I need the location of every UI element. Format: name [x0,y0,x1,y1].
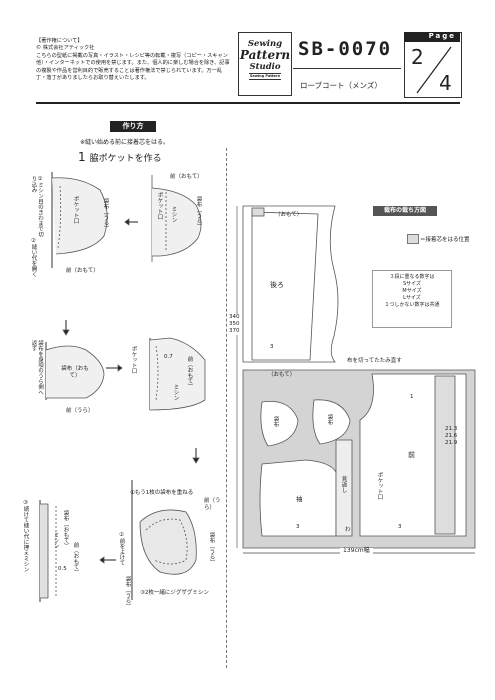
label-front-omote-4: 前（おもて） [72,542,79,575]
size-legend: ３段に重なる数字は Sサイズ Mサイズ Lサイズ １つしかない数字は共通 [372,270,452,328]
interfacing-legend: ＝接着芯をはる位置 [420,237,470,243]
annotation-cut: ①ミシン目のきわまで切り込み [30,176,44,237]
label-mishin-2: ミシン [172,384,179,401]
step-number: 1 [78,150,86,164]
logo-tagline: Sewing Pattern [249,73,281,80]
fabric-width: 139cm幅 [340,547,373,555]
label-front-ura: 前（うら） [66,408,94,414]
instructions-note: ※縫い始める前に接着芯をはる。 [80,139,170,146]
label-pocket-ura: 袋布（うら） [195,196,202,229]
label-mishin-3: ミシン [52,532,59,549]
fold-note: 布を切ってたたみ直す [347,358,402,364]
page-slash [416,46,452,94]
label-facing: 見返し [340,476,347,493]
label-pocket-mouth-layout: ポケット口 [376,472,383,500]
brand-logo: Sewing Pattern Studio Sewing Pattern [238,32,292,96]
pattern-code: SB-0070 [298,38,393,60]
label-pocket-cloth-1: 袋布 [272,416,279,427]
column-divider [226,148,227,668]
logo-line2: Pattern [239,48,291,62]
label-pocket-mouth-2: ポケット口 [72,196,79,224]
dim-right-s: 21.3 [445,426,458,432]
label-front-ura-2: 前（うら） [204,498,221,511]
label-mishin: ミシン [170,206,177,223]
label-pocket-ura-4: 袋布（うら） [124,576,131,609]
page-box: 2 4 [404,32,462,98]
label-pocket-mouth-3: ポケット口 [130,346,137,374]
label-sleeve: 袖 [296,495,303,503]
instructions-title: 作り方 [110,121,156,132]
size-m: Mサイズ [402,288,422,294]
annotation-open-seam: ②縫い代を開く [30,238,37,277]
step-b-annotation: ②前をよけて [118,532,125,566]
seam-allowance-front: 3 [398,524,402,530]
page-total: 4 [439,71,452,95]
dim-left-l: 370 [229,328,240,335]
dim-right-l: 21.9 [445,440,458,446]
logo-line3: Studio [249,62,281,72]
annotation-turn-pocket: 袋布を身頃のうら側へ返す [30,340,44,395]
seam-allowance-back: 3 [270,344,274,350]
layout-title: 裁布の裁ち方図 [373,206,437,216]
dim-left-m: 350 [229,321,240,328]
size-note: １つしかない数字は共通 [384,302,440,308]
header-divider [293,68,401,69]
label-back: 後ろ [270,281,284,289]
label-omote-lower: （おもて） [268,372,296,378]
label-pocket-ura-3: 袋布（うら） [208,532,215,565]
dim-right-m: 21.6 [445,433,458,439]
label-pocket-cloth-2: 袋布 [326,414,333,425]
dim-left-s: 340 [229,314,240,321]
label-pocket-omote: 袋布（おもて） [61,366,89,379]
label-front: 前 [408,451,415,459]
step-a-annotation: ①もう1枚の袋布を重ねる [130,490,194,496]
copyright-company: © 株式会社アティック社 [36,45,95,52]
label-front-omote-3: 前（おもて） [186,356,193,389]
label-dim-05: 0.5 [58,566,67,572]
copyright-heading: 【著作権について】 [36,38,83,44]
label-front-omote-2: 前（おもて） [66,268,99,274]
seam-allowance-1: 1 [410,394,414,400]
seam-allowance-sleeve: 3 [296,524,300,530]
size-legend-title: ３段に重なる数字は [389,274,435,280]
label-front-omote-1: 前（おもて） [170,174,203,180]
label-pocket-mouth: ポケット口 [156,192,163,220]
label-pocket-omote-2: 袋布（おもて） [62,510,69,549]
copyright-body: こちらの型紙に掲載の写真・イラスト・レシピ等の転載・複写（コピー・スキャン他）・… [36,52,230,82]
page-number: 2 [411,45,424,69]
label-omote-upper: （おもて） [275,212,303,218]
header-rule [36,102,460,104]
label-wa: わ [345,527,351,533]
interfacing-swatch [407,234,419,244]
page-label: Page [404,32,460,42]
step-title: 脇ポケットを作る [89,154,162,164]
size-l: Lサイズ [403,295,421,301]
logo-line1: Sewing [247,39,283,49]
pattern-subtitle: ローブコート（メンズ） [300,81,382,90]
label-pocket-ura-2: 袋布（うら） [102,198,109,231]
annotation-press-stitch: ③続けて縫い代に押えミシン [22,500,29,572]
size-s: Sサイズ [402,281,422,287]
label-dim-07: 0.7 [164,354,173,360]
copyright-block: 【著作権について】 © 株式会社アティック社 こちらの型紙に掲載の写真・イラスト… [36,38,232,82]
step-c-annotation: ③2枚一緒にジグザグミシン [140,590,209,596]
